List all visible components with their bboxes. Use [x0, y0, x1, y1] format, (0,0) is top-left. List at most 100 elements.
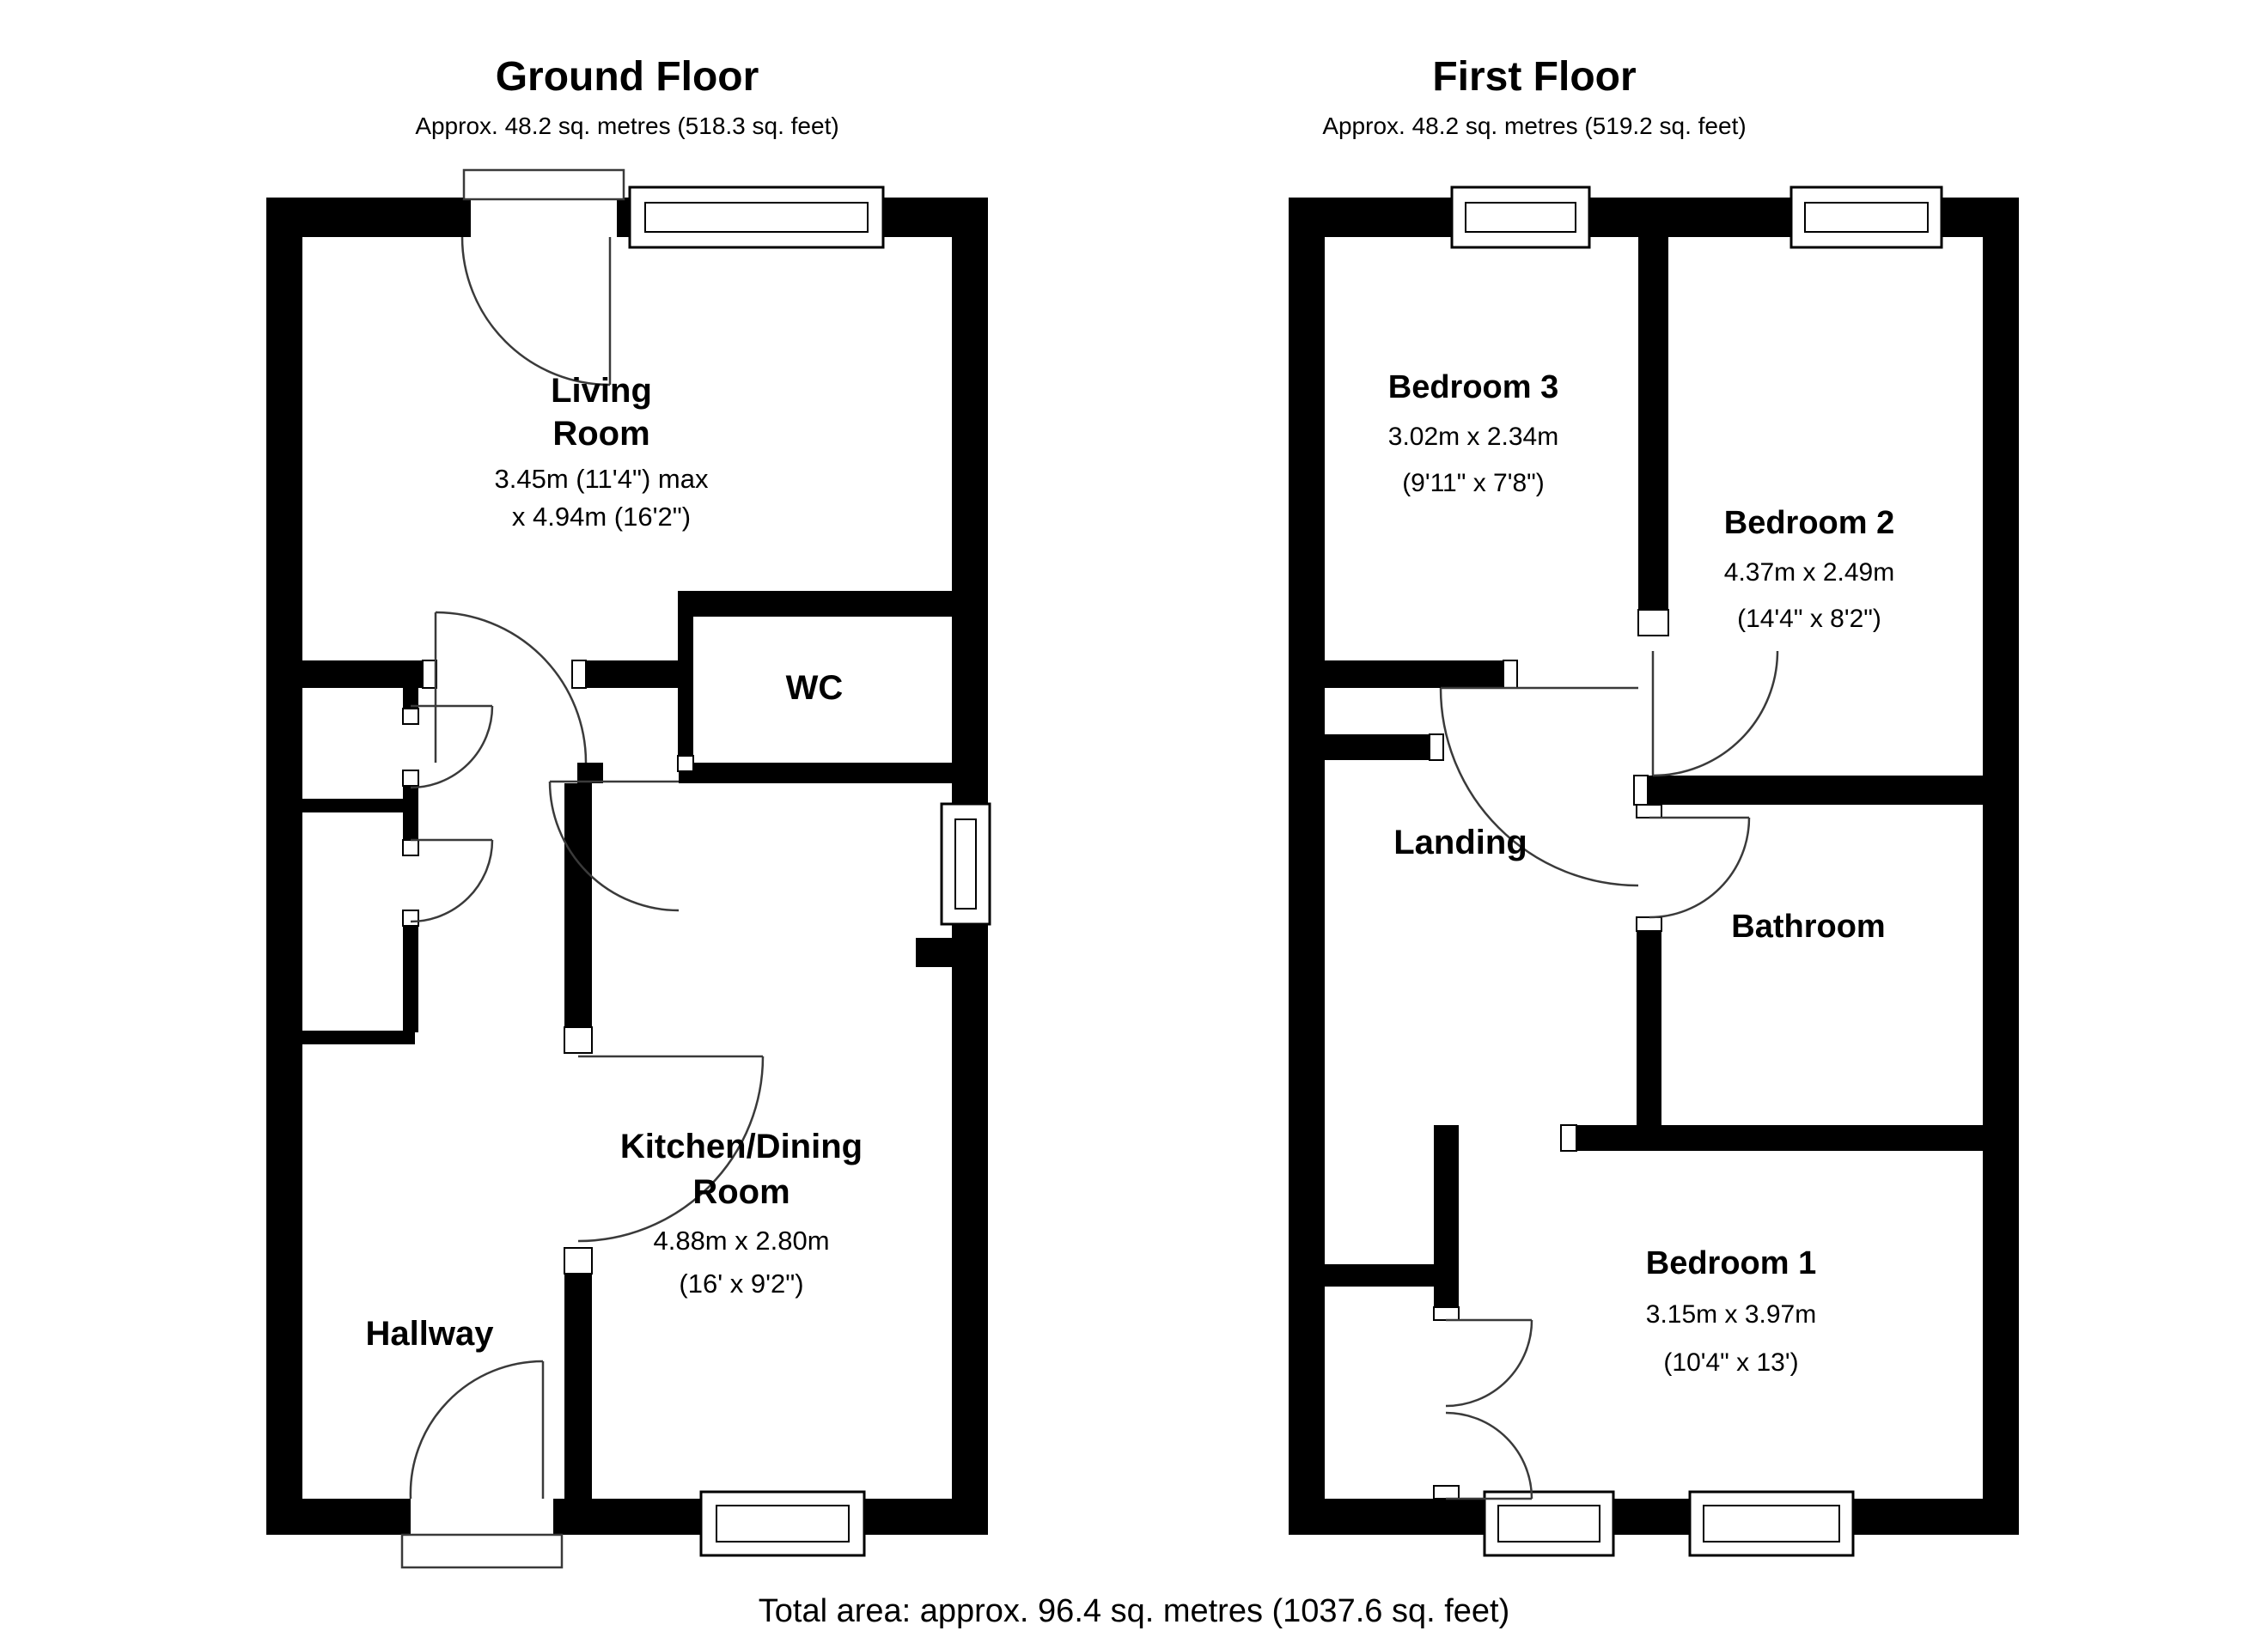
window-glyph-inner	[1703, 1505, 1840, 1543]
first-floor-plan: First Floor Approx. 48.2 sq. metres (519…	[1289, 54, 2019, 1557]
ground-floor-labels: Living Room 3.45m (11'4") max x 4.94m (1…	[366, 372, 863, 1353]
landing-label: Landing	[1393, 824, 1527, 861]
bathroom-label: Bathroom	[1731, 909, 1885, 945]
gf-jamb	[402, 708, 419, 725]
bedroom3-dims: (9'11" x 7'8")	[1402, 469, 1545, 497]
gf-kitchen-divider-lower	[564, 1248, 592, 1499]
ff-bedroom1-door-lower-arc	[1445, 1411, 1533, 1500]
gf-top-door-arc	[460, 236, 611, 386]
ff-jamb	[1636, 804, 1662, 818]
ff-jamb	[1429, 733, 1444, 761]
bedroom1-label: Bedroom 1	[1646, 1245, 1816, 1281]
hallway-label: Hallway	[366, 1315, 495, 1353]
first-floor-labels: Bedroom 3 3.02m x 2.34m (9'11" x 7'8") B…	[1388, 369, 1894, 1377]
ground-floor-jambs	[402, 660, 694, 1275]
ff-bathroom-left-wall	[1637, 917, 1661, 1125]
ff-jamb	[1433, 1306, 1460, 1321]
ff-bedroom3-door-arc	[1439, 687, 1639, 887]
ff-jamb	[1637, 609, 1669, 636]
gf-wc-top-wall	[678, 591, 952, 617]
bedroom2-label: Bedroom 2	[1724, 505, 1894, 541]
bedroom2-dims: 4.37m x 2.49m	[1724, 558, 1894, 587]
gf-front-door	[400, 1360, 564, 1569]
ff-bedroom1-window-right	[1688, 1490, 1855, 1557]
ff-bedroom3-bottom-wall	[1325, 660, 1503, 688]
bedroom2-dims: (14'4" x 8'2")	[1737, 605, 1881, 633]
gf-kitchen-side-window	[940, 802, 991, 926]
gf-top-door-frame	[462, 168, 625, 201]
ff-wall-left	[1289, 198, 1325, 1535]
gf-jamb	[402, 770, 419, 787]
gf-livingroom-door-arc	[435, 611, 588, 764]
ff-stair-step-wall	[1325, 734, 1443, 760]
gf-wall-bottom	[266, 1499, 988, 1535]
window-glyph-inner	[1497, 1505, 1600, 1543]
ground-floor-plan: Ground Floor Approx. 48.2 sq. metres (51…	[266, 54, 991, 1569]
ground-floor-subtitle: Approx. 48.2 sq. metres (518.3 sq. feet)	[415, 113, 838, 139]
bedroom1-dims: 3.15m x 3.97m	[1646, 1300, 1816, 1329]
window-glyph-inner	[644, 202, 869, 233]
ff-bedroom3-bedroom2-divider	[1638, 237, 1668, 636]
gf-right-wall-stub	[916, 938, 952, 967]
window-glyph-inner	[1804, 202, 1929, 233]
bedroom1-dims: (10'4" x 13')	[1663, 1348, 1798, 1377]
gf-front-door-frame	[400, 1533, 564, 1569]
ff-jamb	[1633, 775, 1649, 806]
gf-cupboard-b-door-arc	[410, 839, 494, 923]
gf-wc-bottom-wall-right	[679, 763, 952, 783]
ff-bedroom1-door-upper-arc	[1445, 1319, 1533, 1408]
ff-bedroom2-door-arc	[1652, 650, 1779, 777]
ff-bedroom2-window	[1789, 186, 1943, 249]
kitchen-dining-label: Room	[692, 1173, 790, 1211]
gf-jamb	[564, 1026, 593, 1054]
gf-jamb	[402, 910, 419, 927]
living-room-label: Room	[552, 415, 649, 453]
ff-bedroom1-window-left	[1483, 1490, 1615, 1557]
first-floor-title: First Floor	[1432, 54, 1636, 100]
first-floor-subtitle: Approx. 48.2 sq. metres (519.2 sq. feet)	[1322, 113, 1746, 139]
kitchen-dining-dims: 4.88m x 2.80m	[653, 1226, 829, 1256]
gf-kitchen-bottom-window	[699, 1490, 866, 1557]
living-room-dims: x 4.94m (16'2")	[512, 502, 691, 532]
gf-cupboard-divider-wall	[302, 799, 403, 812]
gf-jamb	[422, 660, 437, 689]
ground-floor-interior-walls	[302, 591, 952, 1499]
ff-wall-bottom	[1289, 1499, 2019, 1535]
gf-livingroom-bottom-wall-right	[586, 660, 679, 688]
kitchen-dining-dims: (16' x 9'2")	[679, 1269, 803, 1299]
gf-jamb	[571, 660, 587, 689]
gf-cupboard-wall-seg1	[403, 688, 418, 709]
ff-jamb	[1503, 660, 1518, 689]
gf-top-door-opening	[471, 196, 617, 239]
gf-front-door-opening	[411, 1495, 553, 1536]
ff-wall-right	[1983, 198, 2019, 1535]
window-glyph-inner	[716, 1505, 850, 1543]
gf-livingroom-bottom-wall-left	[302, 660, 423, 688]
living-room-label: Living	[551, 372, 652, 410]
gf-top-entrance-door	[460, 168, 625, 386]
ff-landing-south-wall	[1325, 1264, 1439, 1287]
gf-jamb	[677, 755, 694, 772]
gf-cupboard-wall-seg2	[403, 786, 418, 840]
ff-bedroom3-window	[1450, 186, 1591, 249]
bedroom3-label: Bedroom 3	[1388, 369, 1558, 405]
gf-front-door-arc	[409, 1360, 544, 1500]
kitchen-dining-label: Kitchen/Dining	[620, 1128, 863, 1165]
gf-cupboard-a-door-arc	[410, 705, 494, 789]
window-glyph-inner	[1465, 202, 1576, 233]
gf-wc-left-wall	[678, 617, 693, 771]
gf-wall-left	[266, 198, 302, 1535]
first-floor-doors	[1439, 650, 1779, 1500]
ff-bathroom-door-arc	[1649, 817, 1751, 919]
ff-jamb	[1560, 1124, 1577, 1152]
gf-wc-bottom-wall-left	[577, 763, 603, 783]
wc-label: WC	[786, 669, 844, 707]
bedroom3-dims: 3.02m x 2.34m	[1388, 423, 1558, 451]
ff-bedroom1-top-wall	[1576, 1125, 1983, 1151]
gf-jamb	[564, 1247, 593, 1275]
ff-jamb	[1636, 916, 1662, 932]
gf-jamb	[402, 839, 419, 856]
ff-bedroom1-west-wall	[1434, 1125, 1459, 1320]
